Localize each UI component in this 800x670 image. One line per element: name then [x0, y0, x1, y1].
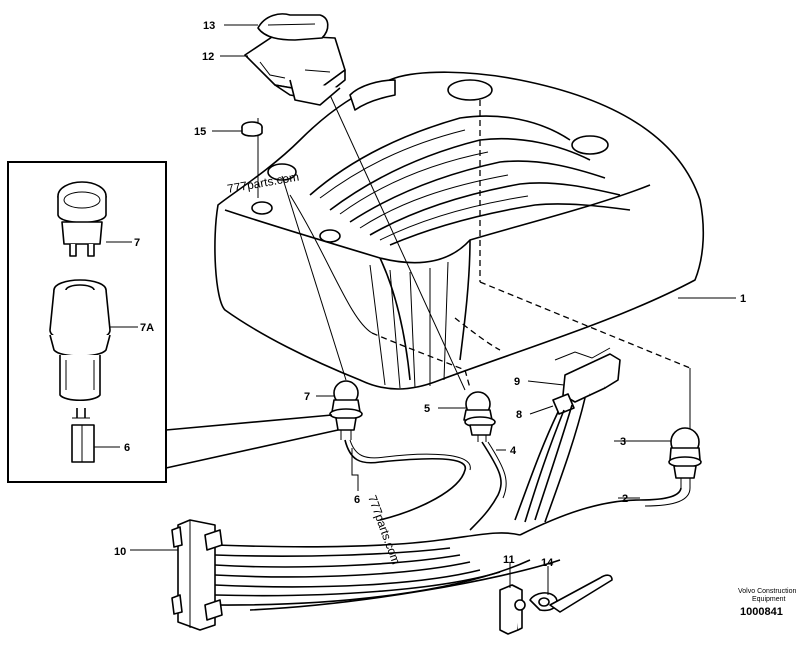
console-housing: [214, 71, 705, 390]
inset-switch-7: [57, 181, 107, 257]
connector-8: [552, 393, 575, 415]
callout-8: 8: [516, 409, 522, 421]
callout-9: 9: [514, 376, 520, 388]
wiring-harness: [214, 397, 691, 611]
callout-5: 5: [424, 403, 430, 415]
callout-inset-6: 6: [124, 442, 130, 454]
switch-5: [463, 391, 496, 442]
clip-11: [499, 584, 526, 635]
connector-10: [171, 519, 223, 631]
callout-1: 1: [740, 293, 746, 305]
caption-number: 1000841: [740, 606, 783, 618]
plug-15: [241, 121, 263, 137]
inset-socket-7A: [49, 279, 111, 402]
watermark-2: 777parts.com: [365, 493, 403, 566]
callout-11: 11: [503, 554, 515, 566]
switch-housing-12: [244, 34, 346, 106]
callout-inset-7A: 7A: [140, 322, 154, 334]
callout-4: 4: [510, 445, 517, 457]
detail-inset: [7, 161, 339, 483]
switch-cover-13: [257, 13, 329, 41]
leader-lines: [94, 24, 736, 595]
connector-9: [554, 347, 621, 403]
callout-12: 12: [202, 51, 214, 63]
figure-caption: Volvo Construction Equipment 1000841: [738, 588, 796, 618]
callout-2: 2: [622, 493, 628, 505]
callout-6: 6: [354, 494, 360, 506]
callout-labels: 13 12 15 1 2 3 4 5 6 7 8 9 10 11 14 7 7A…: [114, 20, 746, 569]
callout-inset-7: 7: [134, 237, 140, 249]
callout-10: 10: [114, 546, 126, 558]
callout-3: 3: [620, 436, 626, 448]
switch-3: [668, 427, 702, 488]
callout-14: 14: [541, 557, 554, 569]
callout-7: 7: [304, 391, 310, 403]
clip-14: [529, 574, 613, 613]
caption-line2: Equipment: [752, 596, 786, 603]
switch-7: [329, 380, 363, 440]
callout-13: 13: [203, 20, 215, 32]
callout-15: 15: [194, 126, 206, 138]
caption-line1: Volvo Construction: [738, 588, 796, 595]
